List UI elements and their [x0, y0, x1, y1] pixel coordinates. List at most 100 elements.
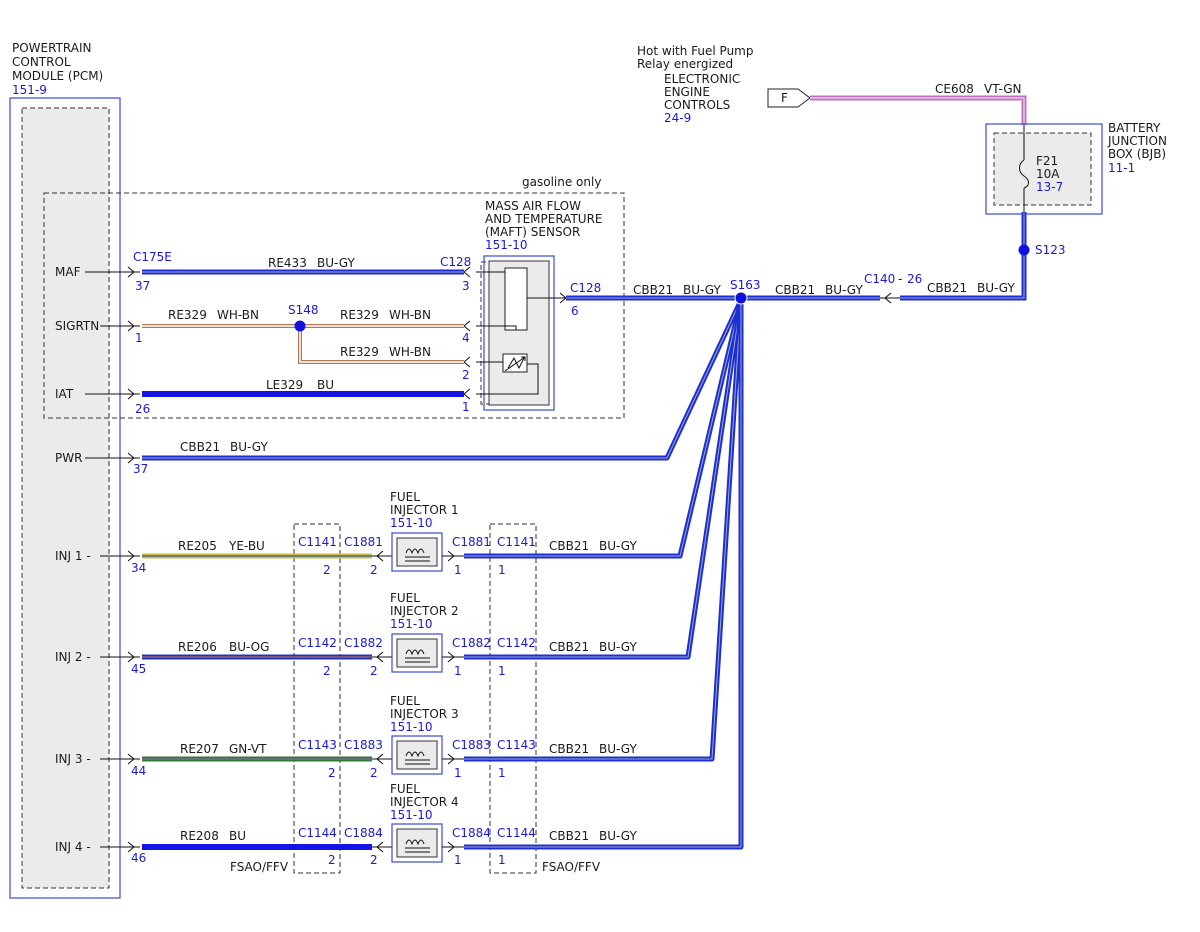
injector-1-left-arrow-icon: [376, 550, 384, 562]
maft-body-border: [488, 260, 550, 406]
splice-s148-dot: [294, 320, 306, 332]
pcm-pin-maf-number: 37: [135, 279, 150, 293]
maft-pin1-lead: [476, 363, 539, 395]
pcm-pin-pwr-label: PWR: [55, 451, 82, 465]
splice-s123-dot: [1018, 244, 1030, 256]
pcm-pin-inj3-number: 44: [131, 764, 146, 778]
flag-f-letter: F: [781, 91, 788, 105]
flag-f-connector: F: [767, 88, 811, 108]
injector-3-body: [396, 740, 438, 770]
eec-ref: 24-9: [664, 111, 691, 125]
injector-2-left-arrow-icon: [376, 651, 384, 663]
injector-2-inline-left: C1142: [298, 636, 337, 650]
wire-sigrtn-c-color: WH-BN: [389, 345, 431, 359]
wire-fuse-feed: CE608 VT-GN: [810, 82, 1027, 125]
injector-1-wire-color: YE-BU: [228, 539, 265, 553]
injector-1-title-line-2: INJECTOR 1: [390, 503, 459, 517]
maft-title-line-2: AND TEMPERATURE: [485, 212, 603, 226]
injector-3-left-arrow-icon: [376, 753, 384, 765]
pcm-ref: 151-9: [12, 83, 47, 97]
wire-sigrtn-a-circuit: RE329: [168, 308, 207, 322]
injector-3: RE207 GN-VT C1143 2 C1883 2 FUEL INJECTO…: [142, 299, 744, 780]
c140-dash: -: [898, 272, 902, 286]
injector-4-inline-right-pin: 1: [498, 853, 506, 867]
thermistor-arrow-icon: [504, 356, 526, 372]
pcm-title-line-1: POWERTRAIN: [12, 41, 92, 55]
injector-2-circuit: RE206: [178, 640, 217, 654]
maft-out-pin-6: 6: [571, 304, 579, 318]
c140-connector: C140: [864, 272, 895, 286]
pcm-pin-inj3-label: INJ 3 -: [55, 752, 91, 766]
splice-s123-label: S123: [1035, 243, 1066, 257]
wire-pwr-color: BU-GY: [230, 440, 268, 454]
injector-1-inline-right: C1141: [497, 535, 536, 549]
pcm-pin-inj1-label: INJ 1 -: [55, 549, 91, 563]
maft-out-connector-c128: C128: [570, 281, 601, 295]
connector-c140: C140 - 26: [864, 272, 922, 304]
wire-maf-color: BU-GY: [317, 256, 355, 270]
wire-iat: LE329 BU: [142, 378, 464, 397]
pcm-pin-inj2-label: INJ 2 -: [55, 650, 91, 664]
wire-iat-color: BU: [317, 378, 334, 392]
bjb-ref: 11-1: [1108, 161, 1135, 175]
c140-arrow-icon: [884, 292, 892, 304]
injector-3-ref: 151-10: [390, 720, 433, 734]
bjb-fuse-name: F21: [1036, 154, 1058, 168]
bjb-title-line-2: JUNCTION: [1107, 134, 1167, 148]
injector-4-conn-right: C1884: [452, 826, 491, 840]
injector-2-conn-right: C1882: [452, 636, 491, 650]
pcm-pin-pwr-number: 37: [133, 462, 148, 476]
injector-3-out-circuit: CBB21: [549, 742, 589, 756]
injector-2-inline-left-pin: 2: [323, 664, 331, 678]
eec-line-3: CONTROLS: [664, 98, 730, 112]
injector-2: RE206 BU-OG C1142 2 C1882 2 FUEL INJECTO…: [142, 299, 744, 678]
pcm-pin-leads: [85, 266, 140, 853]
wire-maft-out-color: BU-GY: [683, 283, 721, 297]
injector-4-inline-left-pin: 2: [328, 853, 336, 867]
injector-3-inline-left: C1143: [298, 738, 337, 752]
injector-1-outline: [391, 532, 443, 572]
injector-4-left-arrow-icon: [376, 841, 384, 853]
hot-note: Hot with Fuel Pump Relay energized ELECT…: [637, 44, 753, 125]
injector-1-out-circuit: CBB21: [549, 539, 589, 553]
wire-c140-to-s123: CBB21 BU-GY: [900, 250, 1027, 301]
pcm-pin-sigrtn-number: 1: [135, 331, 143, 345]
injector-3-coil-icon: [405, 751, 430, 765]
injector-4-coil-icon: [405, 839, 430, 853]
wire-s163-c140-color: BU-GY: [825, 283, 863, 297]
injector-1-coil-icon: [405, 548, 430, 562]
pcm-pin-iat-number: 26: [135, 402, 150, 416]
injector-2-inline-right: C1142: [497, 636, 536, 650]
fsao-ffv-left: FSAO/FFV: [230, 860, 289, 874]
injector-3-circuit: RE207: [180, 742, 219, 756]
inline-connectors-right: [489, 523, 537, 874]
injector-4-inline-right: C1144: [497, 826, 536, 840]
injector-2-out-circuit: CBB21: [549, 640, 589, 654]
maft-connector-c128: C128: [440, 255, 471, 269]
maft-pin-1: 1: [462, 400, 470, 414]
injector-2-outline: [391, 633, 443, 673]
splice-s163-label: S163: [730, 278, 761, 292]
eec-line-1: ELECTRONIC: [664, 72, 740, 86]
maft-pin4-lead: [476, 325, 517, 330]
bjb-body: [994, 133, 1091, 205]
injector-1: RE205 YE-BU C1141 2 C1881 2 FUEL INJECTO…: [142, 299, 744, 577]
pcm-shaded-body: [22, 108, 109, 888]
injector-4-outline: [391, 823, 443, 863]
injector-2-out-color: BU-GY: [599, 640, 637, 654]
maf-element: [504, 267, 528, 331]
injector-2-coil-icon: [405, 649, 430, 663]
injector-2-pin-left: 2: [370, 664, 378, 678]
injector-4-pin-left: 2: [370, 853, 378, 867]
splice-s148-label: S148: [288, 303, 319, 317]
injector-3-wire-color: GN-VT: [229, 742, 267, 756]
injector-4-wire-color: BU: [229, 829, 246, 843]
wire-s123-to-bjb: S123: [1018, 212, 1066, 257]
injector-1-pin-right: 1: [454, 563, 462, 577]
pcm-pin-iat-label: IAT: [55, 387, 74, 401]
injector-3-outline: [391, 735, 443, 775]
wire-sigrtn: RE329 WH-BN RE329 WH-BN RE329 WH-BN S148: [142, 303, 464, 364]
injector-3-conn-right: C1883: [452, 738, 491, 752]
